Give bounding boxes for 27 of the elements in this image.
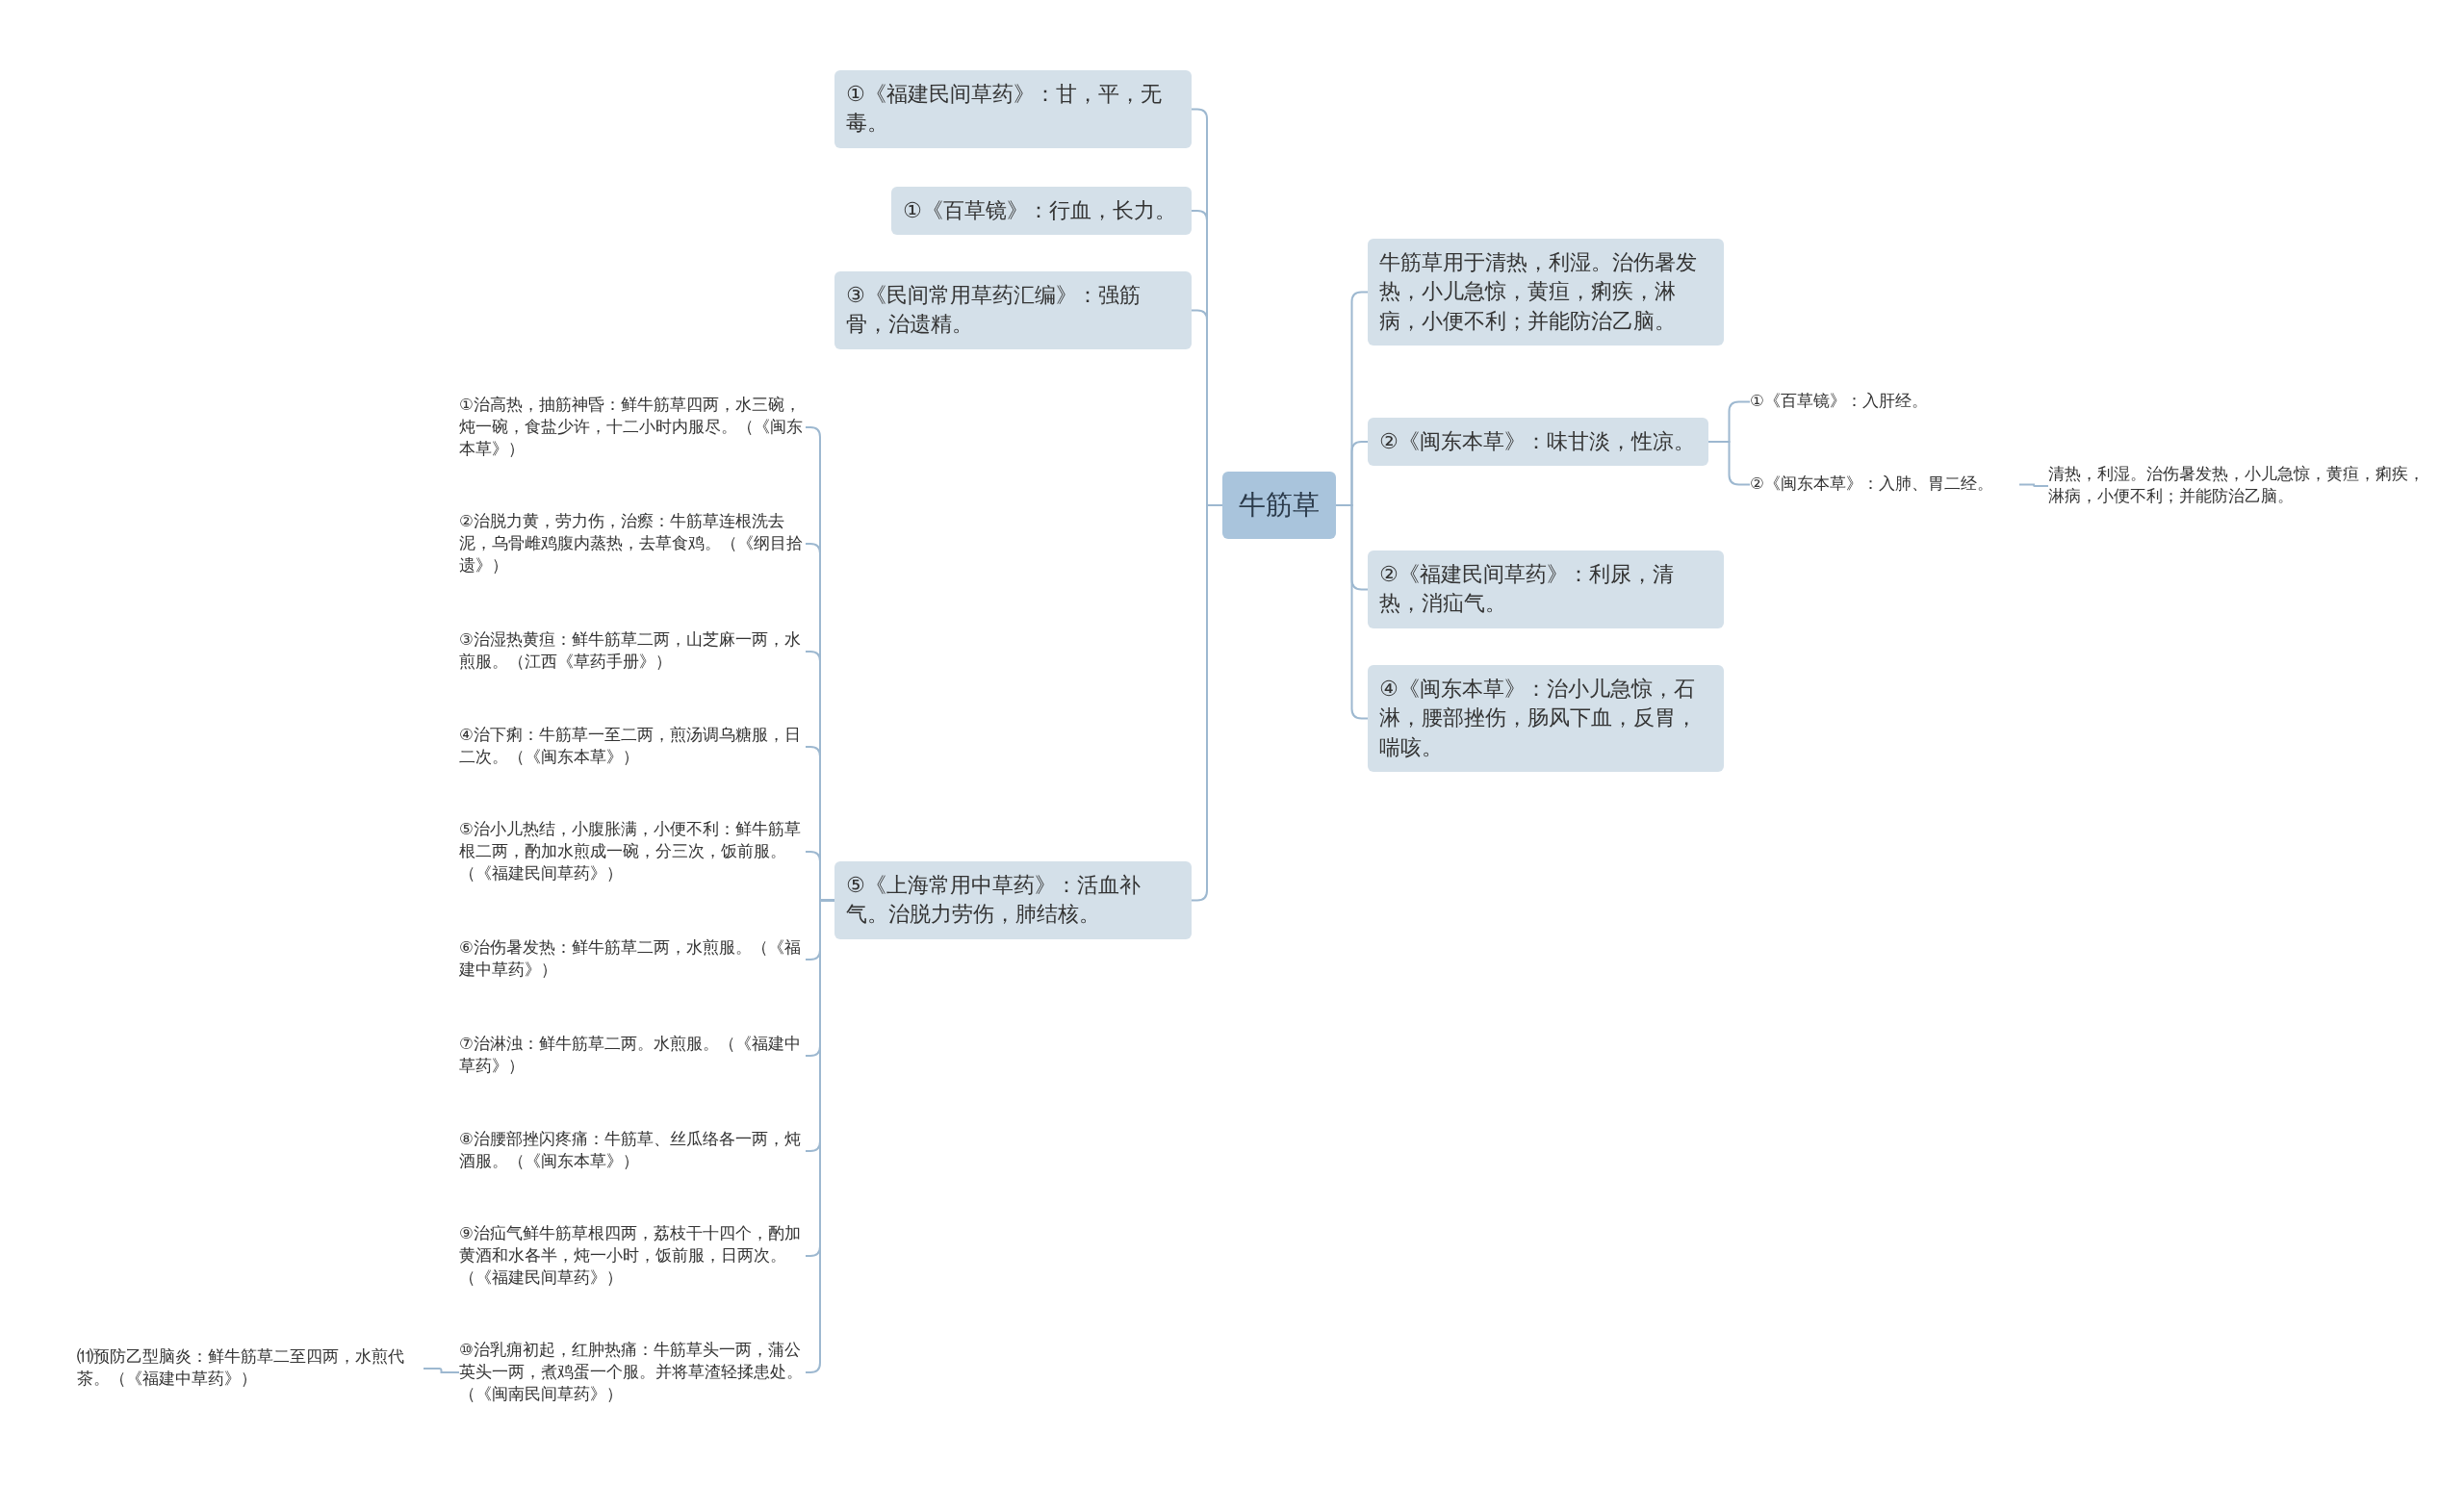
topic-box: ④《闽东本草》：治小儿急惊，石淋，腰部挫伤，肠风下血，反胃，喘咳。: [1368, 665, 1724, 773]
topic-text: ③治湿热黄疸：鲜牛筋草二两，山芝麻一两，水煎服。（江西《草药手册》）: [459, 627, 806, 676]
topic-box: 牛筋草用于清热，利湿。治伤暑发热，小儿急惊，黄疸，痢疾，淋病，小便不利；并能防治乙脑。: [1368, 239, 1724, 346]
topic-box: ⑤《上海常用中草药》：活血补气。治脱力劳伤，肺结核。: [834, 861, 1192, 939]
central-topic: 牛筋草: [1222, 472, 1336, 539]
connector-line: [1335, 504, 1369, 720]
topic-text: 清热，利湿。治伤暑发热，小儿急惊，黄疸，痢疾，淋病，小便不利；并能防治乙脑。: [2048, 462, 2433, 510]
connector-line: [1707, 441, 1751, 486]
topic-text: ②《闽东本草》：入肺、胃二经。: [1750, 472, 2019, 498]
topic-text: ①治高热，抽筋神昏：鲜牛筋草四两，水三碗，炖一碗，食盐少许，十二小时内服尽。（《闽东本草》）: [459, 393, 806, 463]
connector-line: [2018, 483, 2049, 487]
topic-box: ③《民间常用草药汇编》：强筋骨，治遗精。: [834, 271, 1192, 349]
topic-text: ⑾预防乙型脑炎：鲜牛筋草二至四两，水煎代茶。（《福建中草药》）: [77, 1344, 424, 1393]
topic-box: ①《百草镜》：行血，长力。: [891, 187, 1192, 236]
topic-text: ⑩治乳痈初起，红肿热痛：牛筋草头一两，蒲公英头一两，煮鸡蛋一个服。并将草渣轻揉患处。（《闽南民间草药》）: [459, 1338, 806, 1408]
topic-box: ①《福建民间草药》：甘，平，无毒。: [834, 70, 1192, 148]
topic-text: ④治下痢：牛筋草一至二两，煎汤调乌糖服，日二次。（《闽东本草》）: [459, 723, 806, 771]
topic-text: ⑨治疝气鲜牛筋草根四两，荔枝干十四个，酌加黄酒和水各半，炖一小时，饭前服，日两次。（《福建民间草药》）: [459, 1221, 806, 1292]
topic-text: ①《百草镜》：入肝经。: [1750, 389, 2019, 415]
topic-box: ②《闽东本草》：味甘淡，性凉。: [1368, 418, 1708, 467]
topic-text: ⑥治伤暑发热：鲜牛筋草二两，水煎服。（《福建中草药》）: [459, 935, 806, 984]
connector-line: [423, 1368, 460, 1373]
topic-text: ⑧治腰部挫闪疼痛：牛筋草、丝瓜络各一两，炖酒服。（《闽东本草》）: [459, 1127, 806, 1175]
topic-box: ②《福建民间草药》：利尿，清热，消疝气。: [1368, 550, 1724, 628]
topic-text: ②治脱力黄，劳力伤，治瘵：牛筋草连根洗去泥，乌骨雌鸡腹内蒸热，去草食鸡。（《纲目拾遗》）: [459, 509, 806, 579]
topic-text: ⑤治小儿热结，小腹胀满，小便不利：鲜牛筋草根二两，酌加水煎成一碗，分三次，饭前服。（《福建民间草药》）: [459, 817, 806, 887]
topic-text: ⑦治淋浊：鲜牛筋草二两。水煎服。（《福建中草药》）: [459, 1032, 806, 1080]
